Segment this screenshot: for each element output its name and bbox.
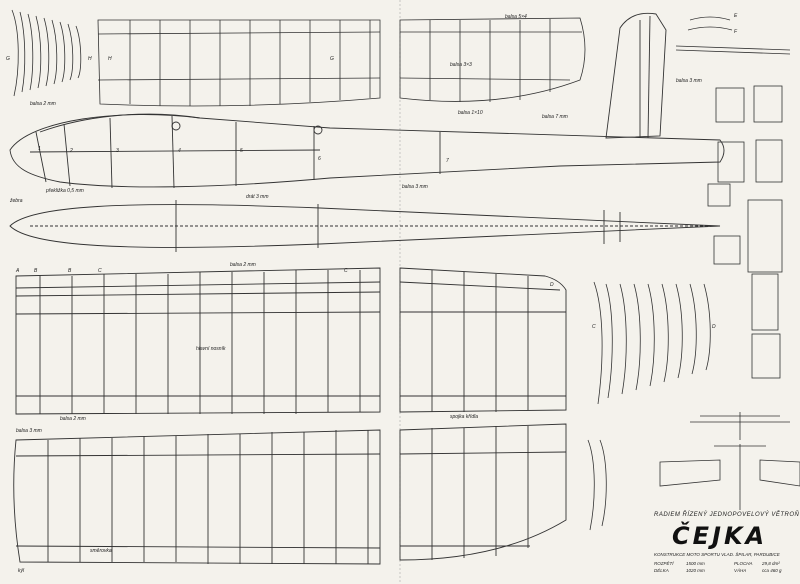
label-spojka: spojka křídla — [450, 414, 478, 420]
wing-letter-d: D — [550, 282, 554, 288]
label-balsa-3-fus: balsa 3 mm — [402, 184, 428, 190]
model-name: ČEJKA — [672, 522, 768, 550]
num-7: 7 — [446, 158, 449, 164]
label-preglejka-fus: překližka 0,5 mm — [45, 188, 84, 194]
label-prut: drát 3 mm — [246, 194, 269, 200]
letter-h: H — [108, 56, 112, 62]
num-5: 5 — [240, 148, 243, 154]
letter-e: E — [734, 13, 738, 19]
label-hlavni: hlavní nosník — [196, 346, 226, 352]
fuselage-top-view — [9, 200, 721, 252]
title-line1: RADIEM ŘÍZENÝ JEDNOPOVELOVÝ VĚTROŇ — [654, 512, 800, 518]
rib-letter-d: D — [712, 324, 716, 330]
num-1: 1 — [38, 146, 41, 152]
letter-g: G — [6, 56, 10, 62]
num-6: 6 — [318, 156, 321, 162]
letter-h-left: H — [88, 56, 92, 62]
letter-f: F — [734, 29, 738, 35]
label-balsa-5x4: balsa 5×4 — [505, 14, 527, 20]
rib-letter-c: C — [592, 324, 596, 330]
wing-right-panel — [399, 267, 567, 413]
title-block: RADIEM ŘÍZENÝ JEDNOPOVELOVÝ VĚTROŇ ČEJKA… — [650, 510, 800, 584]
fin-side-view — [605, 12, 667, 139]
wing-letter-b: B — [34, 268, 38, 274]
rib-profiles-top-left — [11, 9, 82, 97]
title-line3: KONSTRUKCE MOTO SPORTU VLAD. ŠPILAR, PAR… — [654, 552, 780, 557]
label-bottom-left: kýl — [18, 568, 25, 574]
spec-value-delka: 1020 mm — [686, 568, 705, 573]
small-parts-top-right — [675, 16, 791, 379]
wing-letter-b2: B — [68, 268, 72, 274]
spec-label-plocha: PLOCHA — [734, 561, 753, 566]
letter-g-stab: G — [330, 56, 334, 62]
label-balsa-1x10: balsa 1×10 — [458, 110, 483, 116]
label-balsa-2-wing-bottom: balsa 2 mm — [60, 416, 86, 422]
label-balsa-3-fin: balsa 3 mm — [676, 78, 702, 84]
spec-value-rozpeti: 1500 mm — [686, 561, 705, 566]
spec-value-plocha: 29,8 dm² — [762, 561, 780, 566]
label-balsa-7: balsa 7 mm — [542, 114, 568, 120]
spec-label-rozpeti: ROZPĚTÍ — [654, 561, 674, 566]
label-balsa-3x3-stab: balsa 3×3 — [450, 62, 472, 68]
num-4: 4 — [178, 148, 181, 154]
label-balsa-2-wing: balsa 2 mm — [230, 262, 256, 268]
spec-label-vaha: VÁHA — [734, 568, 747, 573]
label-balsa-lower: balsa 3 mm — [16, 428, 42, 434]
label-ruder: směrovka — [90, 548, 112, 554]
label-balsa-2-top: balsa 2 mm — [30, 101, 56, 107]
wing-letter-c: C — [98, 268, 102, 274]
spec-label-delka: DÉLKA — [654, 568, 669, 573]
label-zebra: žebra — [9, 198, 23, 204]
wing-left-panel — [15, 267, 381, 415]
wing-lower-panel — [13, 423, 567, 565]
num-3: 3 — [116, 148, 119, 154]
spec-value-vaha: cca 460 g — [762, 568, 782, 573]
num-2: 2 — [69, 148, 73, 154]
stabilizer-plan — [97, 17, 586, 107]
wing-letter-c2: C — [344, 268, 348, 274]
wing-ribs-right — [593, 281, 711, 405]
small-model-plan — [587, 412, 800, 531]
wing-letter-a: A — [15, 268, 20, 274]
fuselage-side-view — [9, 113, 725, 189]
